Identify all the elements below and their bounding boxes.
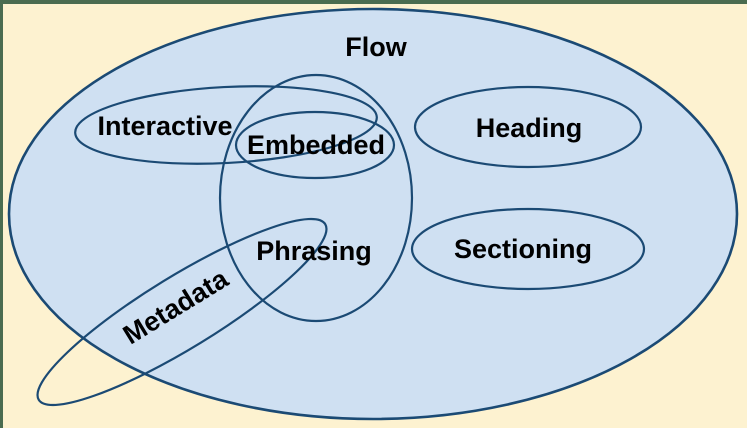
phrasing-label: Phrasing: [256, 236, 372, 266]
heading-label: Heading: [476, 113, 583, 143]
interactive-label: Interactive: [97, 111, 232, 141]
frame-border-left: [0, 0, 3, 428]
metadata-set-ellipse: [36, 217, 328, 407]
sectioning-set-ellipse: [410, 207, 646, 291]
heading-set-ellipse: [413, 85, 643, 169]
flow-set-ellipse: [7, 7, 739, 421]
interactive-set-ellipse: [74, 85, 378, 165]
phrasing-set-ellipse: [218, 73, 414, 323]
embedded-set-ellipse: [234, 110, 396, 180]
frame-border-top: [0, 0, 747, 4]
sectioning-label: Sectioning: [454, 234, 592, 264]
embedded-label: Embedded: [247, 130, 385, 160]
flow-label: Flow: [345, 32, 407, 62]
